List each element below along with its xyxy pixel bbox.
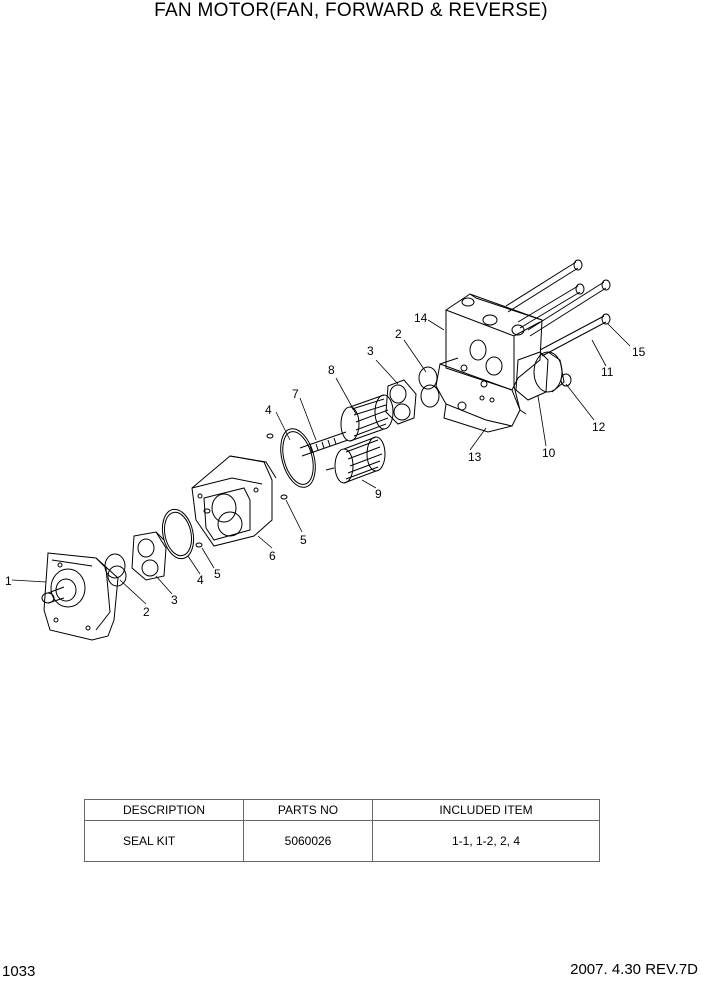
part-4-o-ring-right [280, 428, 316, 488]
part-4-o-ring-left [161, 508, 195, 560]
callout-15: 15 [632, 345, 646, 359]
revision-label: 2007. 4.30 REV.7D [570, 961, 698, 978]
part-1-front-cover [41, 552, 119, 641]
part-8-drive-gear [340, 394, 394, 442]
callout-11: 11 [601, 365, 614, 379]
callout-10: 10 [542, 446, 556, 460]
part-3-bushing-right [385, 379, 417, 425]
cell-description: SEAL KIT [84, 820, 244, 862]
part-7-drive-shaft [299, 431, 349, 457]
column-header-included-item: INCLUDED ITEM [372, 799, 600, 821]
part-5-pins-right [266, 433, 288, 500]
column-header-description: DESCRIPTION [84, 799, 244, 821]
part-14-valve-block [445, 293, 543, 391]
part-6-gear-housing [191, 455, 277, 547]
part-13-rear-cover [435, 357, 521, 433]
callout-3-left: 3 [171, 593, 178, 607]
callout-8: 8 [328, 363, 335, 377]
part-10-solenoid [513, 351, 549, 415]
callout-7: 7 [292, 387, 299, 401]
callout-labels: 1 2 3 4 5 6 5 4 7 8 9 3 2 14 13 10 12 11… [5, 311, 646, 619]
part-11-tie-bolts [505, 259, 611, 357]
part-2-snap-ring-left [104, 553, 127, 587]
page-title: FAN MOTOR(FAN, FORWARD & REVERSE) [154, 0, 548, 21]
cell-included-item: 1-1, 1-2, 2, 4 [372, 820, 600, 862]
part-12-solenoid-coil [533, 351, 572, 393]
parts-table: DESCRIPTION PARTS NO INCLUDED ITEM SEAL … [84, 799, 600, 862]
callout-9: 9 [375, 487, 382, 501]
callout-4-right: 4 [265, 403, 272, 417]
callout-5-right: 5 [300, 533, 307, 547]
table-row: SEAL KIT 5060026 1-1, 1-2, 2, 4 [84, 820, 600, 862]
callout-2-left: 2 [143, 605, 150, 619]
callout-14: 14 [414, 311, 428, 325]
table-header-row: DESCRIPTION PARTS NO INCLUDED ITEM [84, 799, 600, 821]
callout-2-right: 2 [395, 327, 402, 341]
callout-13: 13 [468, 450, 482, 464]
callout-3-right: 3 [367, 344, 374, 358]
callout-12: 12 [592, 420, 606, 434]
part-9-driven-gear [325, 436, 386, 484]
page-number: 1033 [2, 963, 36, 980]
callout-4-left: 4 [197, 573, 204, 587]
part-3-bushing-left [131, 531, 167, 581]
callout-5-left: 5 [214, 567, 221, 581]
column-header-parts-no: PARTS NO [243, 799, 373, 821]
callout-6: 6 [269, 549, 276, 563]
leader-lines [11, 319, 631, 605]
part-5-pins-left [195, 508, 211, 548]
callout-1: 1 [5, 574, 12, 588]
cell-parts-no: 5060026 [243, 820, 373, 862]
